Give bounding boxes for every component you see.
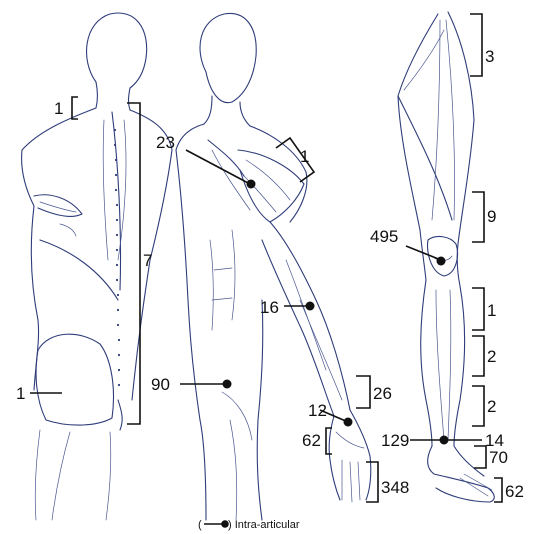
hand-annotation: 348 <box>366 462 409 502</box>
leg-2b-annotation: 2 <box>472 386 496 426</box>
knee-upper-annotation: 9 <box>472 192 496 242</box>
label-acromio: 1 <box>300 147 309 166</box>
intra-articular-dot-shoulder <box>247 180 256 189</box>
label-forearm: 26 <box>373 384 392 403</box>
leg-2a-annotation: 2 <box>472 336 496 376</box>
front-view-figure <box>176 13 371 520</box>
label-wrist: 12 <box>308 401 327 420</box>
label-knee-upper: 9 <box>487 207 496 226</box>
label-back-buttock: 1 <box>16 384 25 403</box>
leg-1-annotation: 1 <box>472 288 496 330</box>
ankle-joint-annotation: 129 <box>381 431 449 450</box>
back-neck-annotation: 1 <box>54 97 78 119</box>
back-spine-annotation: 7 <box>127 103 152 424</box>
label-ankle-joint: 129 <box>381 431 409 450</box>
label-leg-2b: 2 <box>487 397 496 416</box>
label-hand: 348 <box>381 478 409 497</box>
intra-articular-dot-hip <box>223 380 232 389</box>
label-thigh: 3 <box>485 47 494 66</box>
heel-annotation: 70 <box>474 446 508 468</box>
label-leg-1: 1 <box>487 301 496 320</box>
leg-figure <box>398 12 494 502</box>
forearm-annotation: 26 <box>356 376 392 408</box>
intra-articular-dot-elbow <box>306 302 315 311</box>
label-shoulder-joint: 23 <box>156 133 175 152</box>
label-leg-2a: 2 <box>487 347 496 366</box>
label-foot: 62 <box>505 482 524 501</box>
label-elbow: 16 <box>260 298 279 317</box>
legend-text: ) Intra-articular <box>228 519 300 531</box>
intra-articular-dot-wrist <box>344 418 353 427</box>
intra-articular-dot-knee <box>437 257 446 266</box>
label-back-spine: 7 <box>143 251 152 270</box>
hip-annotation: 90 <box>151 375 232 394</box>
carpal-annotation: 62 <box>302 428 332 454</box>
legend-open-paren: ( <box>198 519 202 531</box>
label-heel: 70 <box>489 448 508 467</box>
acromio-annotation: 1 <box>276 138 314 182</box>
foot-annotation: 62 <box>494 478 524 502</box>
intra-articular-dot-ankle <box>440 436 449 445</box>
label-knee-joint: 495 <box>370 227 398 246</box>
thigh-annotation: 3 <box>470 14 494 76</box>
legend: ( ) Intra-articular <box>198 519 300 531</box>
label-back-neck: 1 <box>54 99 63 118</box>
label-carpal: 62 <box>302 431 321 450</box>
label-hip: 90 <box>151 375 170 394</box>
knee-joint-annotation: 495 <box>370 227 446 266</box>
